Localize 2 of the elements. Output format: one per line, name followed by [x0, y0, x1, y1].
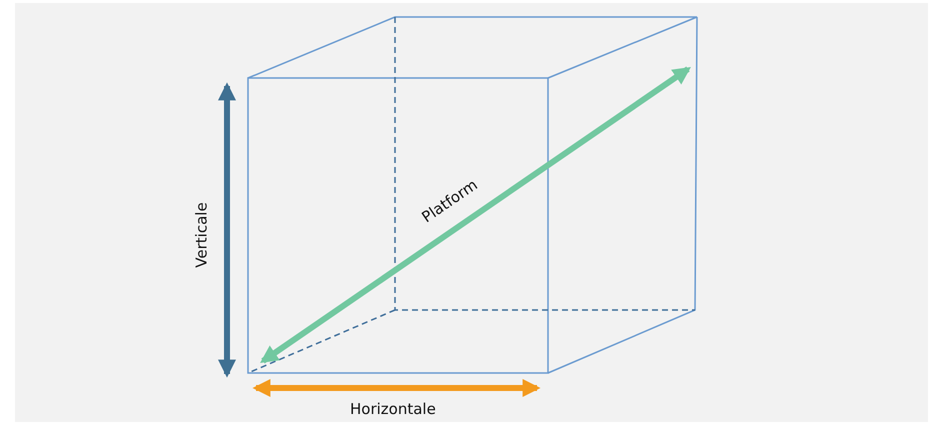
axis-label: Horizontale [350, 400, 436, 418]
axis-label: Verticale [192, 202, 210, 268]
